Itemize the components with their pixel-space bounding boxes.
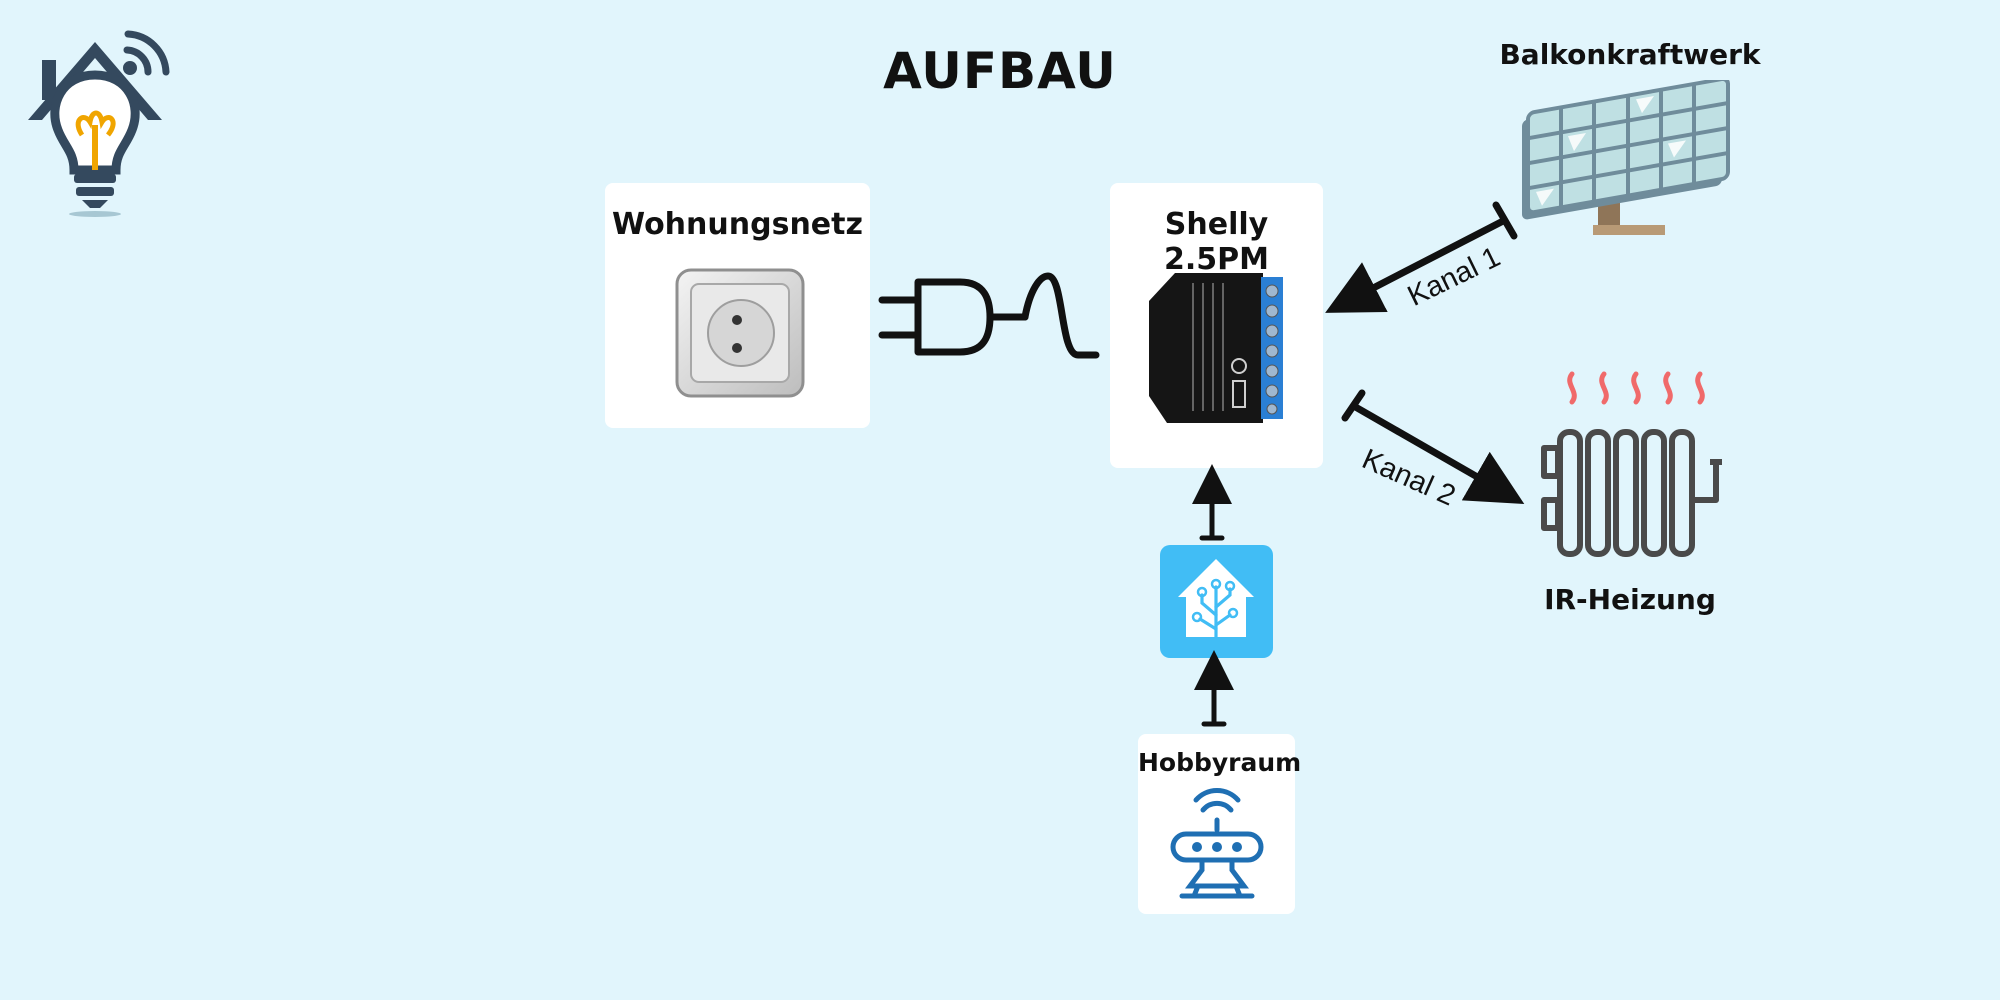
channel-1-label: Kanal 1 xyxy=(1403,241,1505,313)
hobby-node-label: Hobbyraum xyxy=(1138,748,1302,777)
wifi-router-icon xyxy=(1170,788,1264,899)
channel-2-arrow xyxy=(1341,389,1525,504)
hobby-to-ha-arrow xyxy=(1194,650,1234,727)
page-title: AUFBAU xyxy=(883,42,1117,100)
smart-home-bulb-logo-icon xyxy=(28,30,170,217)
channel-2-label: Kanal 2 xyxy=(1357,443,1460,512)
solar-node-label: Balkonkraftwerk xyxy=(1499,38,1761,71)
plug-connector-icon xyxy=(878,272,1100,359)
heater-node-label: IR-Heizung xyxy=(1544,583,1716,616)
grid-node-label: Wohnungsnetz xyxy=(612,207,863,242)
shelly-node-card: Shelly 2.5PM xyxy=(1110,183,1323,468)
channel-1-arrow xyxy=(1325,201,1518,313)
radiator-icon xyxy=(1541,371,1722,557)
power-socket-icon xyxy=(675,268,805,398)
hobby-node-card: Hobbyraum xyxy=(1138,734,1302,914)
ha-to-shelly-arrow xyxy=(1192,464,1232,541)
grid-node-card: Wohnungsnetz xyxy=(605,183,870,428)
solar-panel-icon xyxy=(1522,80,1730,235)
shelly-node-label: Shelly 2.5PM xyxy=(1164,207,1269,277)
shelly-relay-icon xyxy=(1149,273,1283,423)
home-assistant-icon[interactable] xyxy=(1160,545,1273,658)
